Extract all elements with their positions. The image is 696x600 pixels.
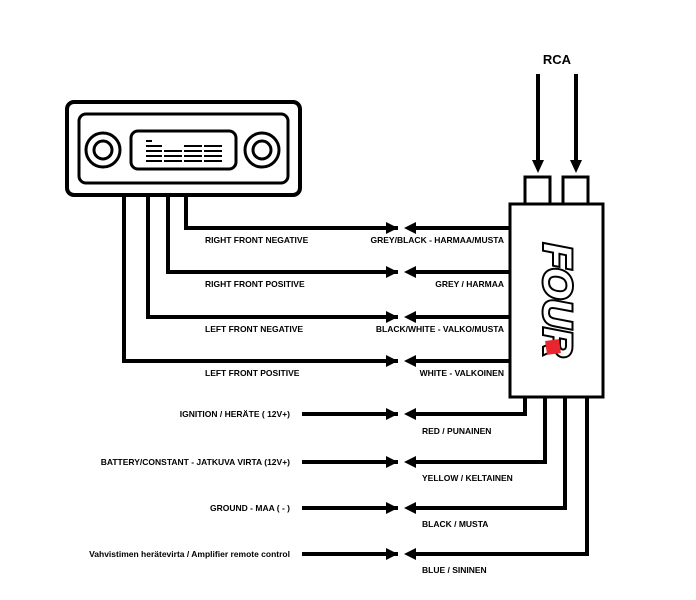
radio-display <box>129 129 238 171</box>
right-knob-icon <box>243 131 281 169</box>
power-wires <box>302 397 589 560</box>
power-labels: IGNITION / HERÄTE ( 12V+) BATTERY/CONSTA… <box>89 409 513 575</box>
speaker-left-label: LEFT FRONT POSITIVE <box>205 368 300 378</box>
svg-text:FOUR: FOUR <box>535 243 579 356</box>
speaker-wires <box>122 195 510 367</box>
amplifier-module: FOUR <box>508 202 605 399</box>
power-left-label: BATTERY/CONSTANT - JATKUVA VIRTA (12V+) <box>101 457 290 467</box>
speaker-color-label: WHITE - VALKOINEN <box>420 368 504 378</box>
speaker-color-label: GREY / HARMAA <box>435 279 504 289</box>
logo-accent <box>545 339 561 355</box>
power-left-label: Vahvistimen herätevirta / Amplifier remo… <box>89 549 290 559</box>
four-logo: FOUR <box>533 241 581 358</box>
power-color-label: BLUE / SININEN <box>422 565 487 575</box>
power-color-label: YELLOW / KELTAINEN <box>422 473 513 483</box>
speaker-left-label: RIGHT FRONT NEGATIVE <box>205 235 309 245</box>
rca-label: RCA <box>543 52 572 67</box>
speaker-color-label: BLACK/WHITE - VALKO/MUSTA <box>376 324 504 334</box>
head-unit <box>65 100 302 197</box>
power-left-label: IGNITION / HERÄTE ( 12V+) <box>180 409 290 419</box>
speaker-color-label: GREY/BLACK - HARMAA/MUSTA <box>371 235 504 245</box>
left-knob-icon <box>84 131 122 169</box>
power-color-label: BLACK / MUSTA <box>422 519 488 529</box>
power-left-label: GROUND - MAA ( - ) <box>210 503 290 513</box>
rca-connectors <box>523 175 590 206</box>
speaker-labels: RIGHT FRONT NEGATIVE RIGHT FRONT POSITIV… <box>205 235 504 378</box>
speaker-left-label: LEFT FRONT NEGATIVE <box>205 324 303 334</box>
speaker-left-label: RIGHT FRONT POSITIVE <box>205 279 305 289</box>
rca-input-arrows <box>532 74 582 173</box>
power-color-label: RED / PUNAINEN <box>422 426 491 436</box>
